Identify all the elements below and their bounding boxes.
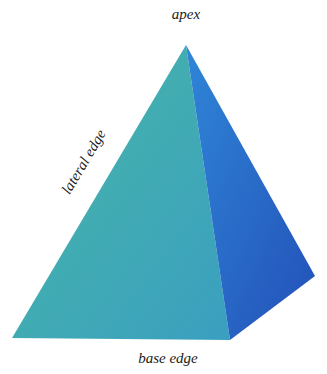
edge-label: base edge	[138, 351, 198, 366]
apex-label: apex	[172, 7, 200, 22]
edge-label: lateral edge	[59, 127, 109, 197]
side-face	[186, 45, 315, 340]
